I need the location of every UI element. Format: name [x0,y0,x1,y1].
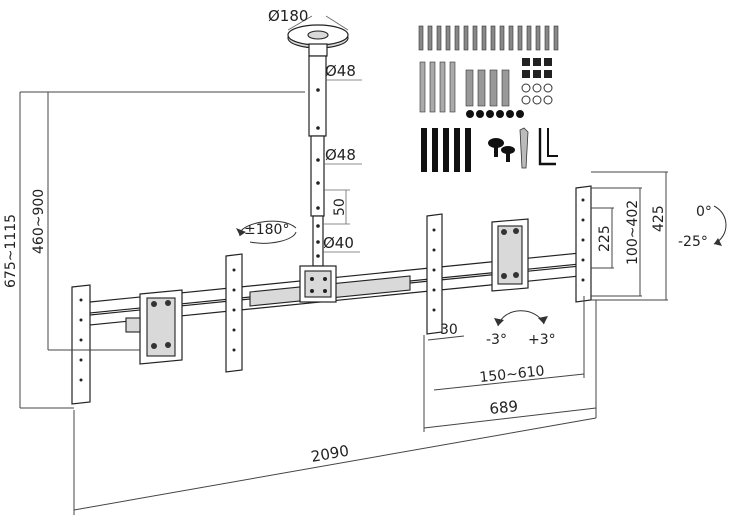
bracket-height-label: 425 [651,205,667,232]
long-bolts [421,128,471,172]
washers-row [466,110,524,118]
bracket-width-label: 689 [489,397,519,418]
hex-key-icon [538,128,558,166]
pole-joint-box [299,265,337,303]
wrench-icon [519,127,529,169]
vesa-vertical-min-label: 225 [597,225,613,252]
vesa-vertical-range-label: 100~402 [625,200,641,265]
knob-screws [488,138,515,162]
pole-height-label: 460~900 [31,189,47,254]
rotation-label: ±180° [244,222,289,238]
hardware-kit [418,25,559,172]
full-height-label: 675~1115 [3,214,19,288]
tilt-down-label: -25° [678,234,708,250]
screws-row-1 [418,25,559,51]
tilt-up-label: 0° [696,204,712,220]
pole-step-label: 50 [332,198,348,216]
ceiling-flange [287,24,349,57]
rotation-arrow-icon [236,220,297,244]
anchors-row-2 [419,58,553,113]
tilt-arrow-icon [713,205,727,246]
upper-pole-diameter-label: Ø48 [325,62,356,80]
lower-pole-diameter-label: Ø40 [323,234,354,252]
left-bracket [71,253,243,405]
roll-arrow-icon [494,310,548,327]
middle-pole-diameter-label: Ø48 [325,146,356,164]
roll-left-label: -3° [486,332,507,348]
vesa-horizontal-label: 150~610 [479,363,546,386]
flange-diameter-label: Ø180 [268,7,308,25]
arm-depth-label: 30 [440,322,458,338]
roll-right-label: +3° [528,332,556,348]
